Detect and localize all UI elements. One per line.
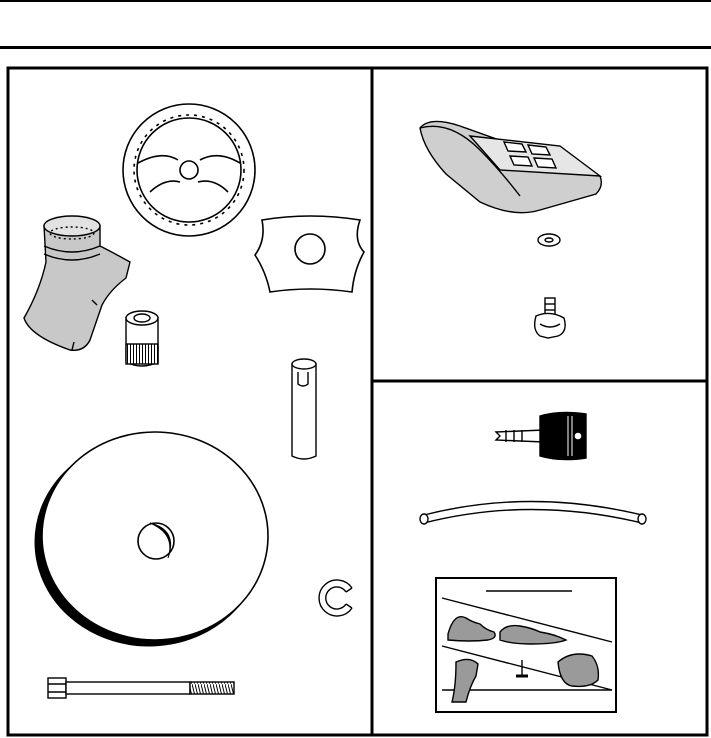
flat-washer-icon (34, 431, 269, 647)
shield-cap-icon (254, 215, 365, 293)
c-clip-icon (318, 579, 353, 617)
outer-frame (6, 66, 709, 737)
key-icon (494, 411, 587, 461)
top-rule (0, 0, 711, 2)
steering-wheel-icon (122, 103, 256, 237)
splined-adapter-icon (125, 310, 159, 367)
chute-adapter-icon (23, 215, 131, 351)
bolt-icon (47, 677, 235, 699)
shaft-icon (291, 358, 317, 460)
knob-icon (533, 297, 566, 339)
hose-icon (419, 500, 647, 525)
header-rule (0, 46, 711, 49)
seat-icon (419, 120, 603, 214)
panel-frames (6, 66, 709, 737)
small-washer-icon (537, 233, 561, 247)
slope-guide-icon (435, 577, 617, 713)
